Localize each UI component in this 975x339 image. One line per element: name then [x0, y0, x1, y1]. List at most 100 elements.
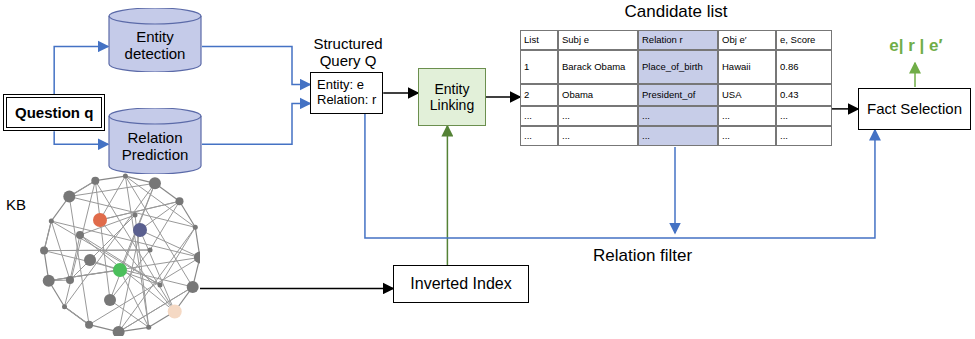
table-cell: ...: [638, 126, 718, 146]
table-cell: ...: [638, 106, 718, 126]
kb-entity: [104, 294, 116, 306]
connector: [383, 92, 418, 94]
query-box: Structured Query QEntity: eRelation: r: [310, 72, 383, 114]
kb-entity: [175, 197, 183, 205]
node-label: Inverted Index: [410, 275, 511, 293]
table-cell: ...: [776, 106, 832, 126]
kb-network: [0, 160, 200, 336]
kb-entity: [43, 275, 55, 287]
kb-entity: [168, 304, 182, 318]
table-cell: President_of: [638, 84, 718, 106]
kb-entity: [91, 177, 99, 185]
kb-entity: [146, 325, 151, 330]
output-arrow: [914, 63, 916, 87]
kb-link: [100, 220, 175, 311]
kb-entity: [93, 213, 107, 227]
kb-link: [95, 181, 174, 312]
kb-entity: [84, 254, 96, 266]
kb-entity: [133, 223, 147, 237]
node-label: Relation Prediction: [108, 129, 202, 164]
kb-link: [65, 307, 90, 325]
table-cell: 0.86: [776, 50, 832, 84]
node-label: Structured Query Q: [303, 35, 393, 70]
kb-link: [119, 227, 196, 332]
relation-cylinder: Relation Prediction: [108, 108, 202, 174]
kb-entity: [49, 219, 54, 224]
kb-entity: [123, 174, 128, 179]
table-cell: Barack Obama: [558, 50, 638, 84]
connector: [447, 126, 449, 265]
kb-graph: KB: [0, 160, 200, 336]
table-cell: Place_of_birth: [638, 50, 718, 84]
connector: [54, 46, 108, 94]
kb-link: [150, 201, 179, 250]
kb-link: [119, 287, 193, 332]
kb-link: [110, 183, 155, 300]
connector: [200, 288, 393, 290]
cylinder-rim: [109, 16, 201, 24]
kb-link: [100, 176, 125, 220]
fact-selection-box: Fact Selection: [858, 88, 971, 130]
table-cell: e, Score: [776, 30, 832, 50]
node-label: Fact Selection: [867, 100, 962, 117]
output-triple: e| r | e′: [878, 36, 954, 56]
connector: [486, 96, 520, 98]
kb-link: [95, 181, 110, 300]
table-cell: ...: [718, 126, 776, 146]
inverted-index-box: Inverted Index: [393, 265, 529, 303]
kb-entity: [158, 283, 163, 288]
filter-arrow: [674, 147, 676, 233]
kb-entity: [194, 251, 200, 263]
kb-entity: [63, 191, 75, 203]
kb-entity: [85, 321, 93, 329]
kb-link: [49, 270, 120, 281]
kb-link: [44, 221, 51, 251]
table-cell: 0.43: [776, 84, 832, 106]
kb-entity: [62, 304, 67, 309]
kb-link: [119, 287, 193, 332]
cylinder-rim: [109, 116, 201, 124]
kb-link: [179, 201, 195, 227]
kb-entity: [113, 263, 127, 277]
kb-link: [140, 230, 175, 311]
kb-link: [44, 221, 51, 251]
kb-link: [89, 257, 200, 324]
table-cell: ...: [776, 126, 832, 146]
table-cell: Obj e′: [718, 30, 776, 50]
connector: [365, 114, 875, 238]
table-cell: Hawaii: [718, 50, 776, 84]
kb-link: [100, 201, 179, 220]
table-cell: List: [520, 30, 558, 50]
kb-entity: [66, 276, 74, 284]
kb-link: [49, 270, 120, 281]
kb-entity: [148, 248, 153, 253]
node-label: Entity detection: [108, 28, 202, 63]
kb-entity: [133, 213, 138, 218]
table-cell: USA: [718, 84, 776, 106]
kb-entity: [113, 326, 125, 336]
kb-link: [51, 221, 200, 257]
table-cell: 2: [520, 84, 558, 106]
kb-entity: [149, 177, 161, 189]
kb-link: [65, 307, 90, 325]
kb-entity: [76, 231, 84, 239]
entity-linking-box: Entity Linking: [418, 68, 486, 126]
cylinder-body: [109, 8, 201, 72]
node-text: Relation: r: [317, 93, 376, 108]
connector: [54, 131, 108, 144]
candidate-grid: ListSubj eRelation rObj e′e, Score1Barac…: [520, 30, 832, 146]
table-cell: Subj e: [558, 30, 638, 50]
kb-link: [100, 201, 179, 220]
kb-link: [70, 235, 80, 280]
connector: [832, 108, 858, 110]
kb-entity: [187, 281, 199, 293]
kb-link: [51, 221, 160, 285]
node-label: Candidate list: [520, 2, 832, 22]
kb-link: [160, 227, 195, 285]
kb-link: [95, 176, 125, 181]
kb-link: [140, 230, 200, 257]
node-label: Question q: [15, 104, 93, 121]
table-cell: ...: [558, 106, 638, 126]
kb-link: [65, 183, 155, 306]
table-cell: ...: [520, 126, 558, 146]
